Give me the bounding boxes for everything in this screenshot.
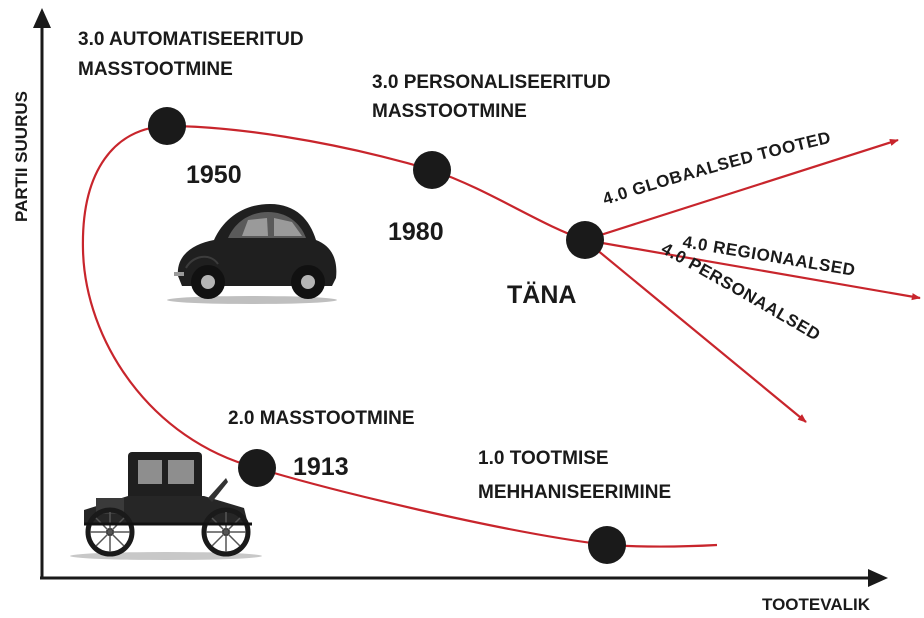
milestone-dot-1980 xyxy=(413,151,451,189)
vw-beetle-image xyxy=(167,204,337,304)
branch-global-label: 4.0 GLOBAALSED TOOTED xyxy=(600,128,832,209)
milestone-dot-1950 xyxy=(148,107,186,145)
stage-20-label: 2.0 MASSTOOTMINE xyxy=(228,408,415,429)
y-axis-label: PARTII SUURUS xyxy=(12,91,31,222)
milestone-dot-today xyxy=(566,221,604,259)
y-axis xyxy=(33,8,51,578)
year-1980-label: 1980 xyxy=(388,218,444,246)
milestone-dot-mechanization xyxy=(588,526,626,564)
stage-30-personalized-label: 3.0 PERSONALISEERITUD MASSTOOTMINE xyxy=(372,72,616,122)
ford-model-t-image xyxy=(70,452,262,560)
year-1950-label: 1950 xyxy=(186,161,242,189)
year-1913-label: 1913 xyxy=(293,453,349,481)
stage-30-automated-label: 3.0 AUTOMATISEERITUD MASSTOOTMINE xyxy=(78,29,309,80)
x-axis xyxy=(40,569,888,587)
today-label: TÄNA xyxy=(507,281,576,309)
stage-10-label: 1.0 TOOTMISE MEHHANISEERIMINE xyxy=(478,448,671,503)
milestone-dot-1913 xyxy=(238,449,276,487)
x-axis-label: TOOTEVALIK xyxy=(762,595,871,614)
